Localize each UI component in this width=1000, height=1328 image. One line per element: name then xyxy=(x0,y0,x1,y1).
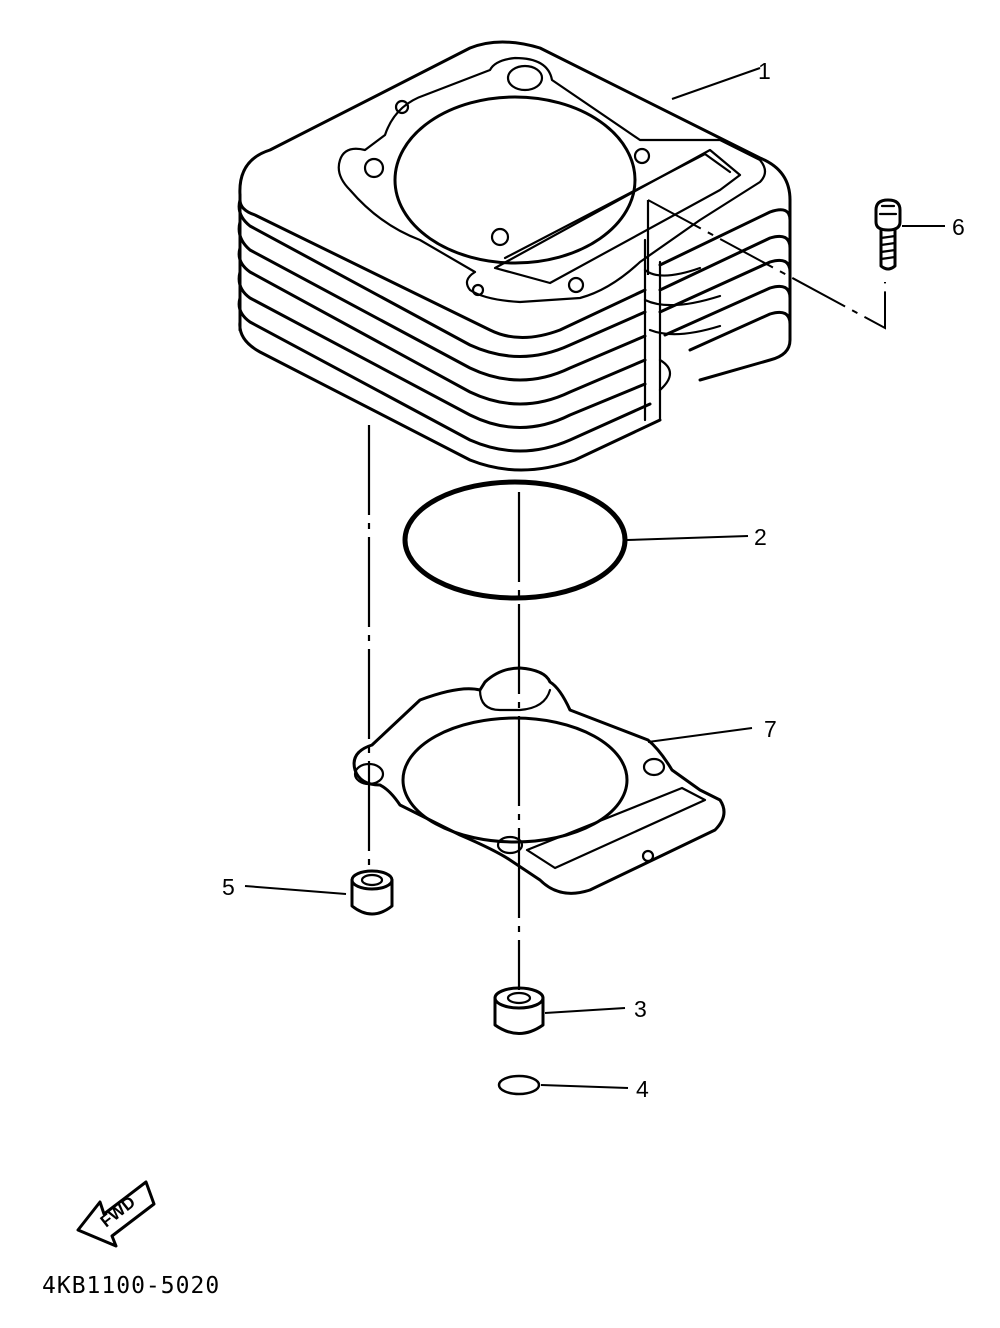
fwd-label: FWD xyxy=(97,1192,139,1231)
callout-6: 6 xyxy=(952,214,965,240)
callout-5: 5 xyxy=(222,874,235,900)
callout-4: 4 xyxy=(636,1076,649,1102)
cylinder-gasket-part-7 xyxy=(352,666,726,895)
dowel-pin-part-5 xyxy=(350,869,394,916)
forward-arrow-icon: FWD xyxy=(76,1180,156,1248)
assembly-center-lines xyxy=(367,199,886,990)
callout-1: 1 xyxy=(758,58,771,84)
callout-2: 2 xyxy=(754,524,767,550)
callout-7: 7 xyxy=(764,716,777,742)
small-o-ring-part-4 xyxy=(497,1074,541,1096)
leader-lines xyxy=(244,67,945,1089)
callout-3: 3 xyxy=(634,996,647,1022)
diagram-code: 4KB1100-5020 xyxy=(42,1273,220,1299)
o-ring-part-2 xyxy=(402,479,628,601)
dowel-pin-part-3 xyxy=(493,986,545,1035)
cylinder-part-1 xyxy=(237,40,792,472)
bolt-part-6 xyxy=(874,198,902,271)
